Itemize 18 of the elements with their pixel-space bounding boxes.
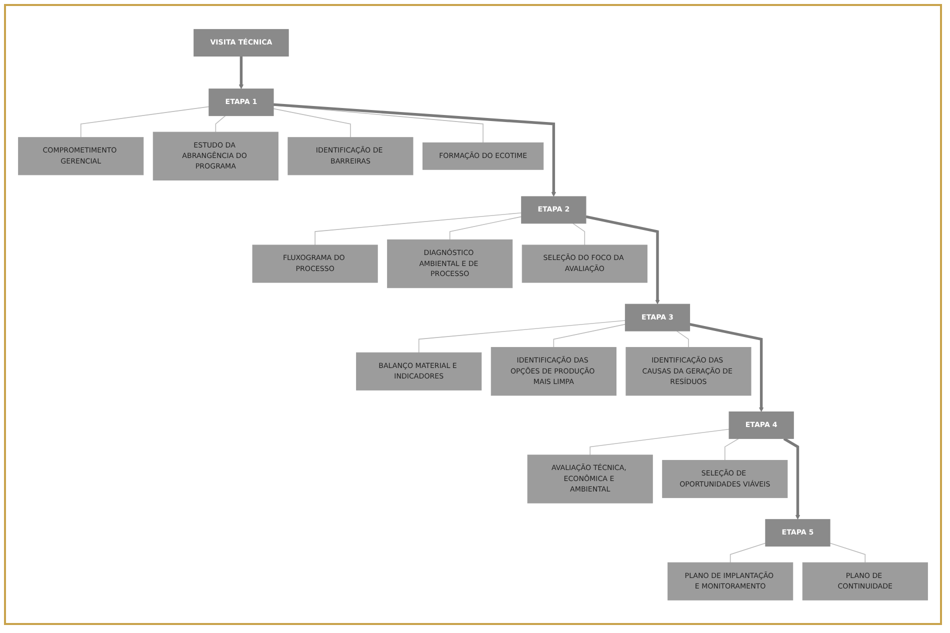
connector [676,330,689,348]
connector [215,115,226,132]
connector [449,216,522,240]
arrow [238,56,244,89]
connector [273,104,484,143]
arrow [273,102,556,196]
connector [830,542,866,563]
connector [314,212,522,246]
arrow [586,215,660,304]
connector [590,428,730,456]
connector [273,108,351,138]
connector [572,222,586,246]
arrow [690,322,764,412]
connector [553,324,626,348]
connector [730,542,766,563]
connector [418,320,626,353]
connector [80,106,210,138]
arrow [783,437,800,520]
